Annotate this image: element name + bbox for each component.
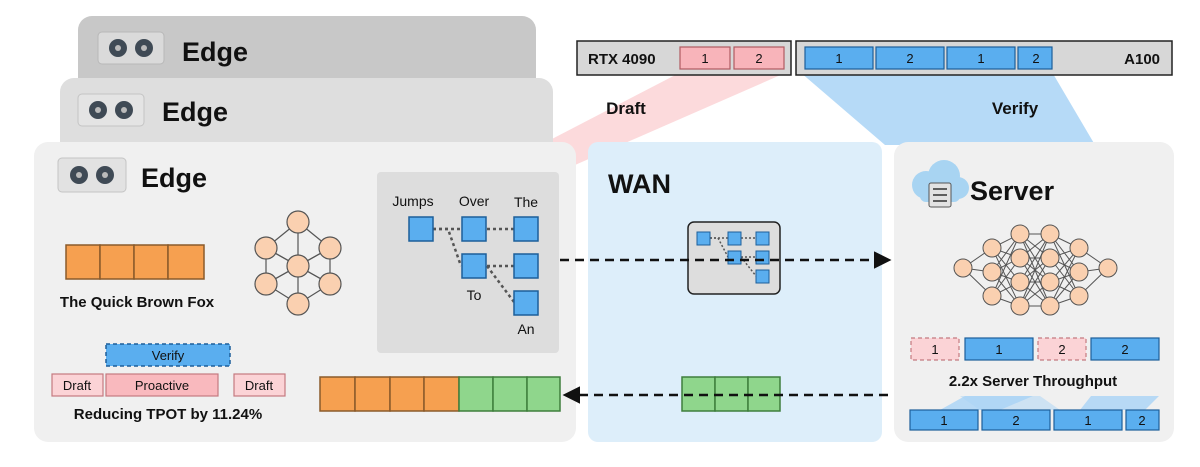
rtx-draft-slot: 1 [701, 51, 708, 66]
wan-label: WAN [608, 169, 671, 199]
verify-timeline-bar [105, 343, 231, 367]
token-tree-panel: Jumps Over The To An [377, 172, 559, 353]
edge-front-label: Edge [141, 163, 207, 193]
server-label: Server [970, 176, 1055, 206]
verify-projection [800, 72, 1095, 145]
draft-left-label: Draft [63, 378, 92, 393]
network-node [1069, 238, 1089, 258]
cloud-server-icon [912, 160, 969, 208]
network-node [953, 258, 973, 278]
draft-right-bar [233, 373, 286, 397]
rtx-label: RTX 4090 [588, 51, 656, 68]
a100-verify-slot: 1 [835, 51, 842, 66]
gpu-icon [97, 31, 165, 65]
network-node [982, 238, 1002, 258]
network-node [1040, 272, 1060, 292]
batching-projection [960, 396, 1060, 410]
tree-token-the: The [514, 194, 538, 210]
draft-projection [550, 70, 792, 165]
schedule-slot: 1 [995, 342, 1002, 357]
schedule-slot: 2 [1058, 342, 1065, 357]
proactive-label: Proactive [135, 378, 189, 393]
target-model-network-icon [953, 224, 1118, 316]
network-node [1010, 272, 1030, 292]
tree-packet [687, 221, 781, 295]
tree-token-to: To [467, 287, 482, 303]
verify-flow-label: Verify [992, 99, 1039, 118]
network-node [1010, 248, 1030, 268]
tree-token-an: An [517, 321, 534, 337]
rtx4090-bar: RTX 4090 1 2 [576, 40, 792, 76]
a100-label: A100 [1124, 51, 1160, 68]
a100-bar: 1 2 1 2 A100 [795, 40, 1173, 76]
network-node [1010, 224, 1030, 244]
network-node [1040, 248, 1060, 268]
edge-panel: Edge The Quick Brown Fox [34, 142, 576, 442]
a100-verify-slot: 2 [906, 51, 913, 66]
input-sentence: The Quick Brown Fox [60, 294, 215, 311]
network-node [982, 286, 1002, 306]
batched-row: 1 2 1 2 [909, 409, 1160, 431]
tpot-text: Reducing TPOT by 11.24% [74, 406, 262, 423]
gpu-icon [77, 93, 145, 127]
throughput-text: 2.2x Server Throughput [949, 373, 1117, 390]
draft-model-network-icon [254, 210, 342, 316]
draft-left-bar [51, 373, 104, 397]
rtx-draft-slot: 2 [755, 51, 762, 66]
draft-right-label: Draft [245, 378, 274, 393]
network-node [1040, 296, 1060, 316]
batching-projection [1080, 396, 1159, 410]
edge-mid-label: Edge [162, 97, 228, 127]
batched-slot: 1 [940, 413, 947, 428]
a100-verify-slot: 1 [977, 51, 984, 66]
batched-slot: 2 [1012, 413, 1019, 428]
tree-token-over: Over [459, 193, 490, 209]
schedule-slot: 1 [931, 342, 938, 357]
network-node [982, 262, 1002, 282]
gpu-icon [57, 157, 127, 193]
output-token-bar [319, 376, 561, 412]
a100-verify-slot: 2 [1032, 51, 1039, 66]
batched-slot: 1 [1084, 413, 1091, 428]
verify-timeline-label: Verify [152, 348, 185, 363]
network-node [1040, 224, 1060, 244]
proactive-bar [105, 373, 219, 397]
schedule-slot: 2 [1121, 342, 1128, 357]
batched-slot: 2 [1138, 413, 1145, 428]
edge-back-label: Edge [182, 37, 248, 67]
wan-panel: WAN [588, 142, 882, 442]
network-node [1069, 262, 1089, 282]
draft-flow-label: Draft [606, 99, 646, 118]
tree-token-jumps: Jumps [392, 193, 433, 209]
network-node [1069, 286, 1089, 306]
network-node [1098, 258, 1118, 278]
server-panel: Server 1 1 2 2 2.2x Server Throughput 1 … [894, 142, 1174, 442]
schedule-row: 1 1 2 2 [910, 337, 1160, 361]
input-token-bar [65, 244, 205, 280]
network-node [1010, 296, 1030, 316]
